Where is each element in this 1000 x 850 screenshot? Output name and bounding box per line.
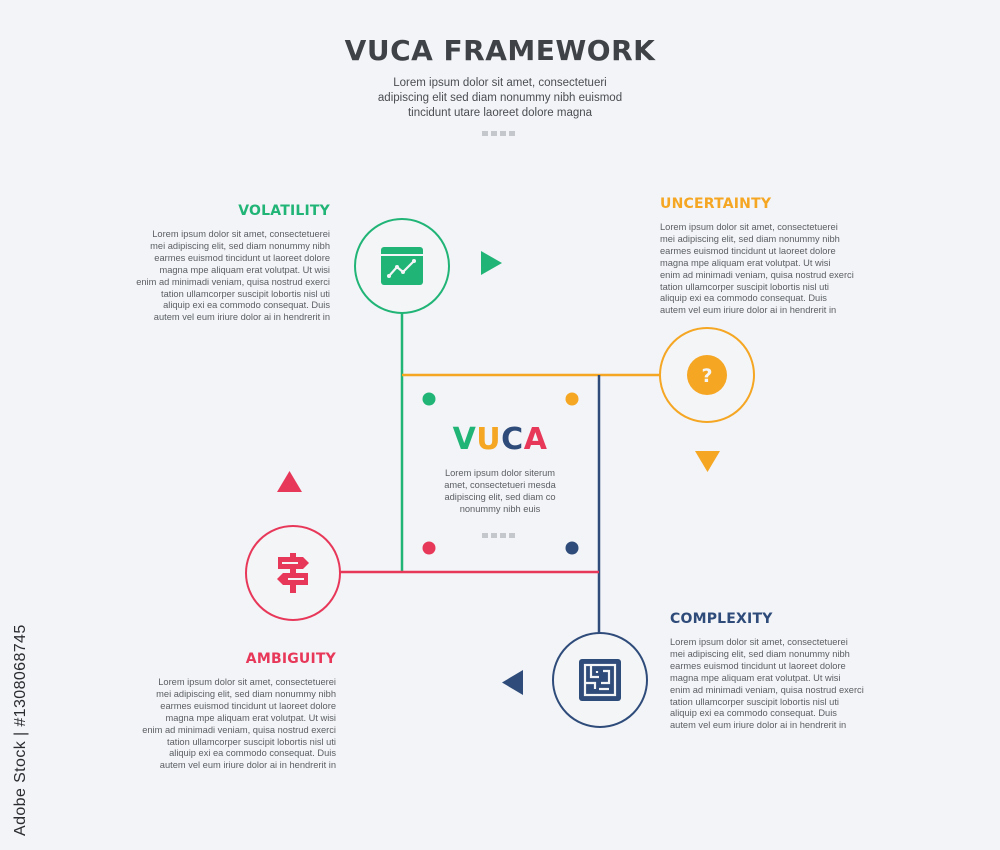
vuca-center-word: VUCA — [402, 422, 598, 457]
question-symbol: ? — [701, 365, 712, 387]
text-line: tation ullamcorper suscipit lobortis nis… — [167, 736, 336, 747]
center-dot — [500, 533, 506, 538]
text-line: enim ad minimadi veniam, quisa nostrud e… — [142, 724, 336, 735]
text-line: earmes euismod tincidunt ut laoreet dolo… — [660, 245, 836, 256]
uncertainty-heading: UNCERTAINTY — [660, 196, 772, 212]
uncertainty-circle: ? — [659, 327, 755, 423]
text-line: Lorem ipsum dolor sit amet, consectetuer… — [158, 677, 336, 687]
ambiguity-description: Lorem ipsum dolor sit amet, consectetuer… — [106, 677, 336, 772]
arrow-down-triangle — [695, 451, 720, 472]
arrow-up-triangle — [277, 471, 302, 492]
text-line: tation ullamcorper suscipit lobortis nis… — [660, 281, 829, 292]
subtitle-line: adipiscing elit sed diam nonummy nibh eu… — [377, 92, 623, 104]
text-line: tation ullamcorper suscipit lobortis nis… — [161, 288, 330, 299]
page-subtitle: Lorem ipsum dolor sit amet, consectetuer… — [330, 76, 670, 121]
vuca-letter-v: V — [452, 422, 477, 457]
corner-dot-complexity — [565, 541, 579, 555]
text-line: mei adipiscing elit, sed diam nonummy ni… — [660, 233, 840, 244]
center-line: nonummy nibh euis — [459, 503, 541, 514]
ambiguity-circle — [245, 525, 341, 621]
text-line: magna mpe aliquam erat volutpat. Ut wisi — [165, 712, 336, 723]
corner-dot-volatility — [422, 392, 436, 406]
text-line: autem vel eum iriure dolor ai in hendrer… — [670, 720, 847, 731]
text-line: earmes euismod tincidunt ut laoreet dolo… — [160, 700, 336, 711]
trend-chart-icon — [381, 247, 423, 285]
title-divider-dots — [482, 131, 515, 136]
text-line: aliquip exi ea commodo consequat. Duis — [163, 300, 330, 311]
corner-dot-uncertainty — [565, 392, 579, 406]
text-line: autem vel eum iriure dolor ai in hendrer… — [660, 305, 837, 316]
text-line: magna mpe aliquam erat volutpat. Ut wisi — [660, 257, 831, 268]
text-line: mei adipiscing elit, sed diam nonummy ni… — [670, 648, 850, 659]
volatility-heading: VOLATILITY — [238, 203, 330, 219]
question-mark-icon: ? — [687, 355, 727, 395]
center-dot — [482, 533, 488, 538]
text-line: autem vel eum iriure dolor ai in hendrer… — [153, 312, 330, 323]
maze-icon — [579, 659, 621, 701]
page-title: VUCA FRAMEWORK — [344, 34, 656, 67]
complexity-heading: COMPLEXITY — [670, 611, 773, 627]
volatility-description: Lorem ipsum dolor sit amet, consectetuer… — [100, 229, 330, 324]
complexity-circle — [552, 632, 648, 728]
text-line: aliquip exi ea commodo consequat. Duis — [670, 708, 837, 719]
vuca-letter-a: A — [523, 422, 548, 457]
text-line: earmes euismod tincidunt ut laoreet dolo… — [154, 252, 330, 263]
center-dot — [491, 533, 497, 538]
text-line: magna mpe aliquam erat volutpat. Ut wisi — [159, 264, 330, 275]
text-line: Lorem ipsum dolor sit amet, consectetuer… — [660, 222, 838, 232]
complexity-description: Lorem ipsum dolor sit amet, consectetuer… — [670, 637, 900, 732]
signpost-icon — [277, 553, 309, 593]
ambiguity-heading: AMBIGUITY — [245, 651, 336, 667]
arrow-left-triangle — [502, 670, 523, 695]
text-line: autem vel eum iriure dolor ai in hendrer… — [159, 760, 336, 771]
volatility-circle — [354, 218, 450, 314]
uncertainty-description: Lorem ipsum dolor sit amet, consectetuer… — [660, 222, 890, 317]
text-line: aliquip exi ea commodo consequat. Duis — [660, 293, 827, 304]
center-line: adipiscing elit, sed diam co — [444, 491, 556, 502]
center-description: Lorem ipsum dolor siterum amet, consecte… — [432, 468, 568, 516]
text-line: magna mpe aliquam erat volutpat. Ut wisi — [670, 672, 841, 683]
subtitle-line: tincidunt utare laoreet dolore magna — [407, 107, 593, 119]
text-line: enim ad minimadi veniam, quisa nostrud e… — [670, 684, 864, 695]
corner-dot-ambiguity — [422, 541, 436, 555]
text-line: earmes euismod tincidunt ut laoreet dolo… — [670, 660, 846, 671]
text-line: enim ad minimadi veniam, quisa nostrud e… — [660, 269, 854, 280]
text-line: Lorem ipsum dolor sit amet, consectetuer… — [152, 229, 330, 239]
text-line: aliquip exi ea commodo consequat. Duis — [169, 748, 336, 759]
subtitle-line: Lorem ipsum dolor sit amet, consectetuer… — [393, 77, 607, 89]
arrow-right-triangle — [481, 251, 502, 275]
text-line: Lorem ipsum dolor sit amet, consectetuer… — [670, 637, 848, 647]
center-line: Lorem ipsum dolor siterum — [444, 468, 556, 478]
vuca-letter-c: C — [501, 422, 524, 457]
vuca-letter-u: U — [476, 422, 502, 457]
stock-watermark: Adobe Stock | #1308068745 — [12, 624, 29, 836]
center-line: amet, consectetueri mesda — [444, 479, 556, 490]
text-line: tation ullamcorper suscipit lobortis nis… — [670, 696, 839, 707]
text-line: mei adipiscing elit, sed diam nonummy ni… — [150, 240, 330, 251]
text-line: mei adipiscing elit, sed diam nonummy ni… — [156, 688, 336, 699]
center-dot — [509, 533, 515, 538]
text-line: enim ad minimadi veniam, quisa nostrud e… — [136, 276, 330, 287]
